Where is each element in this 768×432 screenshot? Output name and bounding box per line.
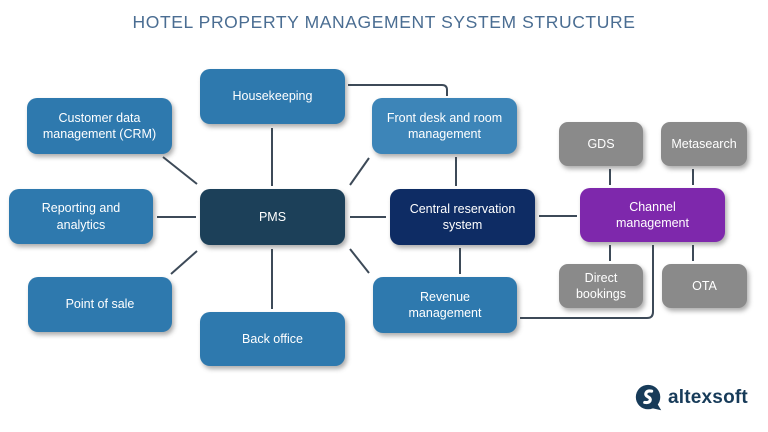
connector-pos-pms <box>170 250 198 275</box>
connector-housekeeping-frontdesk <box>348 84 448 96</box>
node-label: Back office <box>242 331 303 346</box>
node-label: Reporting and analytics <box>41 201 121 232</box>
node-point-of-sale: Point of sale <box>28 277 172 332</box>
connector-channel-revenue <box>520 245 654 319</box>
node-label: Central reservation system <box>409 201 516 233</box>
node-housekeeping: Housekeeping <box>200 69 345 124</box>
node-label: Point of sale <box>65 297 135 312</box>
node-channel-management: Channel management <box>580 188 725 242</box>
node-direct-bookings: Direct bookings <box>559 264 643 308</box>
node-label: Housekeeping <box>232 89 313 104</box>
node-back-office: Back office <box>200 312 345 366</box>
node-revenue-management: Revenue management <box>373 277 517 333</box>
node-label: OTA <box>692 278 717 293</box>
altexsoft-logo: altexsoft <box>634 383 748 412</box>
connector-crm-pms <box>162 156 198 185</box>
node-label: GDS <box>587 136 615 151</box>
node-label: Channel management <box>616 199 689 231</box>
node-pms: PMS <box>200 189 345 245</box>
node-central-reservation-system: Central reservation system <box>390 189 535 245</box>
node-label: Customer data management (CRM) <box>42 110 157 142</box>
altexsoft-logo-text: altexsoft <box>668 386 748 408</box>
node-metasearch: Metasearch <box>661 122 747 166</box>
connector-pms-revenue <box>349 248 370 274</box>
node-label: Metasearch <box>671 136 737 151</box>
altexsoft-logo-icon <box>635 384 662 411</box>
node-customer-data-management: Customer data management (CRM) <box>27 98 172 154</box>
node-ota: OTA <box>662 264 747 308</box>
node-gds: GDS <box>559 122 643 166</box>
diagram-title: HOTEL PROPERTY MANAGEMENT SYSTEM STRUCTU… <box>132 12 636 32</box>
node-label: Front desk and room management <box>386 110 503 142</box>
node-reporting-analytics: Reporting and analytics <box>9 189 153 244</box>
node-label: Revenue management <box>408 289 482 321</box>
node-front-desk-room-management: Front desk and room management <box>372 98 517 154</box>
node-label: PMS <box>258 209 287 224</box>
node-label: Direct bookings <box>575 270 627 302</box>
connector-frontdesk-pms <box>349 157 370 186</box>
